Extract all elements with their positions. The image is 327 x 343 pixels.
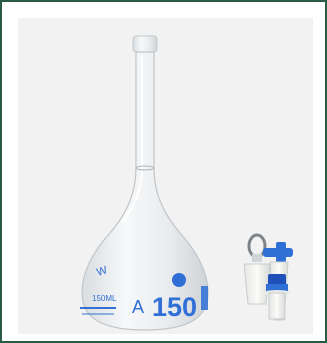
marking-dot bbox=[172, 273, 186, 287]
glass-stopper-icon bbox=[243, 233, 271, 305]
brand-mark: W bbox=[95, 264, 109, 279]
volumetric-flask-icon: W 150ML A 150 bbox=[80, 35, 209, 331]
plastic-stopper-icon bbox=[263, 242, 293, 321]
volume-text: 150ML bbox=[92, 294, 117, 303]
volumetric-flask-product-image: W 150ML A 150 bbox=[80, 35, 293, 331]
volume-number: 150 bbox=[152, 292, 197, 322]
class-letter: A bbox=[132, 297, 144, 317]
product-photo[interactable]: W 150ML A 150 bbox=[18, 18, 313, 334]
